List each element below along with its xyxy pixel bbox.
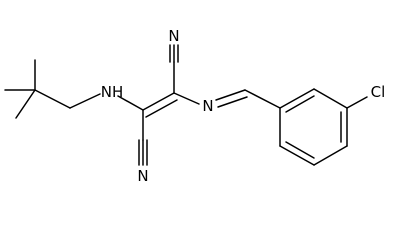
bond-tbu-methyl-bottom <box>15 89 36 119</box>
bond-ring-1 <box>279 88 315 109</box>
bond-c1-c2-double-a <box>142 92 175 111</box>
bond-c2-n-imine <box>173 92 200 105</box>
bond-tbu-ch2 <box>34 89 71 109</box>
bond-c1-c2-double-b <box>145 99 178 118</box>
bond-imine-double-b <box>217 96 248 108</box>
bond-ch2-nh <box>69 93 101 109</box>
bond-ring-5 <box>279 145 315 166</box>
bond-ch-ring <box>244 89 281 109</box>
bond-ring-inner-1 <box>285 95 315 113</box>
bond-ring-2 <box>313 88 348 109</box>
structure-diagram: N N NH N Cl <box>4 27 386 185</box>
atom-n-nitrile-top: N <box>168 27 179 45</box>
atom-nh-amine: NH <box>101 83 124 101</box>
bond-ring-cl <box>346 96 368 109</box>
atom-n-nitrile-bottom: N <box>137 167 148 185</box>
bond-ring-4 <box>313 145 348 166</box>
atom-n-imine: N <box>202 97 213 115</box>
atom-cl: Cl <box>371 83 386 101</box>
bond-imine-double-a <box>215 89 246 101</box>
bond-ring-inner-3 <box>285 141 315 159</box>
molecule-drawing: N N NH N Cl <box>4 27 386 185</box>
bond-nh-c1 <box>117 95 144 111</box>
